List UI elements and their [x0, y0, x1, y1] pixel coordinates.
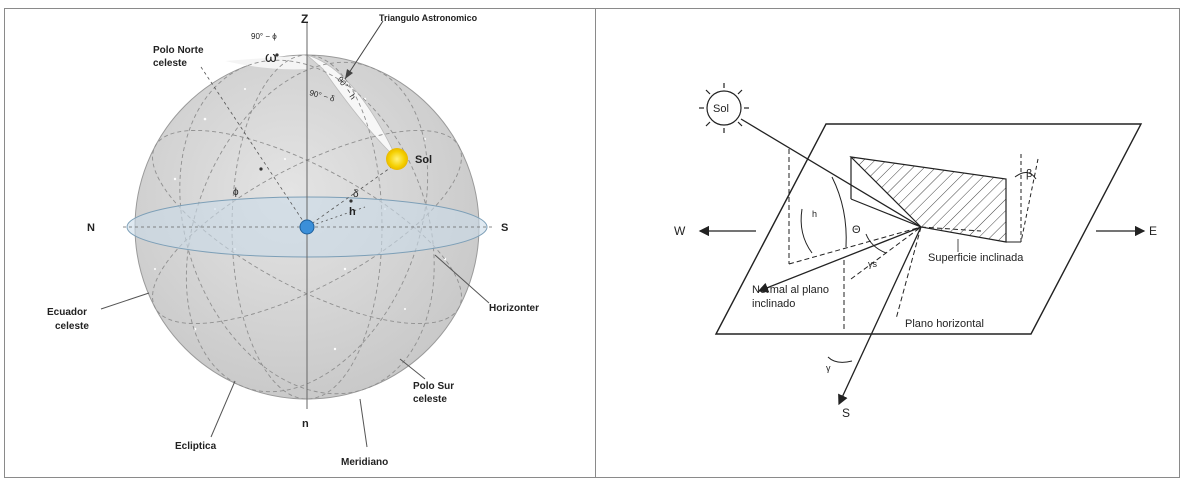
celestial-sphere-diagram: Z Triangulo Astronomico Polo Norte celes…	[47, 12, 539, 468]
north-pole-label-2: celeste	[153, 58, 187, 69]
north-label: N	[87, 222, 95, 234]
sun-line	[306, 162, 398, 228]
north-pole-label-1: Polo Norte	[153, 45, 204, 56]
south-pole-label-2: celeste	[413, 394, 447, 405]
callout-lines	[100, 254, 490, 448]
south-label: S	[842, 406, 850, 420]
beta-label: β	[1026, 168, 1032, 180]
surface-normal	[757, 226, 922, 293]
triangle-pointer	[344, 20, 384, 80]
meridian-label: Meridiano	[341, 457, 388, 468]
horizon-label: Horizonter	[489, 303, 539, 314]
hour-line	[306, 206, 366, 228]
west-label: W	[674, 224, 686, 238]
south-label: S	[501, 222, 508, 234]
horizontal-plane-label: Plano horizontal	[905, 318, 984, 330]
gamma-s-label: γs	[868, 259, 878, 269]
celestial-sphere-panel: Z Triangulo Astronomico Polo Norte celes…	[4, 8, 596, 478]
altitude-h-label: h	[812, 209, 817, 219]
polar-cap	[225, 55, 307, 70]
omega-label: ω	[265, 49, 277, 66]
normal-label-2: inclinado	[752, 298, 795, 310]
nadir-label: n	[302, 418, 309, 430]
triangle-label: Triangulo Astronomico	[379, 13, 478, 23]
theta-label: Θ	[852, 224, 861, 236]
normal-label-1: Normal al plano	[752, 284, 829, 296]
inclined-surface-label: Superficie inclinada	[928, 252, 1024, 264]
sun-ray	[740, 118, 922, 228]
south-pole-label-1: Polo Sur	[413, 381, 454, 392]
inclined-surface-panel: Sol W E S h Θ γs γ β Superficie inclinad…	[595, 8, 1180, 478]
ninety-minus-phi-label: 90° − ϕ	[251, 32, 277, 41]
gamma-label: γ	[826, 363, 831, 373]
equator-label-2: celeste	[55, 321, 89, 332]
inclined-surface-diagram: Sol W E S h Θ γs γ β Superficie inclinad…	[674, 83, 1157, 420]
east-label: E	[1149, 224, 1157, 238]
sun-icon	[706, 90, 742, 126]
delta-label: δ	[353, 189, 359, 200]
polar-axis	[200, 66, 308, 228]
sun-label: Sol	[713, 103, 729, 115]
h-label: h	[349, 206, 356, 218]
equator-label-1: Ecuador	[47, 307, 87, 318]
phi-label: ϕ	[233, 187, 239, 198]
sun	[386, 148, 408, 170]
ecliptic-label: Ecliptica	[175, 441, 217, 452]
sun-label: Sol	[415, 154, 432, 166]
earth	[299, 219, 315, 235]
south-arrow	[838, 226, 922, 406]
zenith-label: Z	[301, 12, 308, 26]
